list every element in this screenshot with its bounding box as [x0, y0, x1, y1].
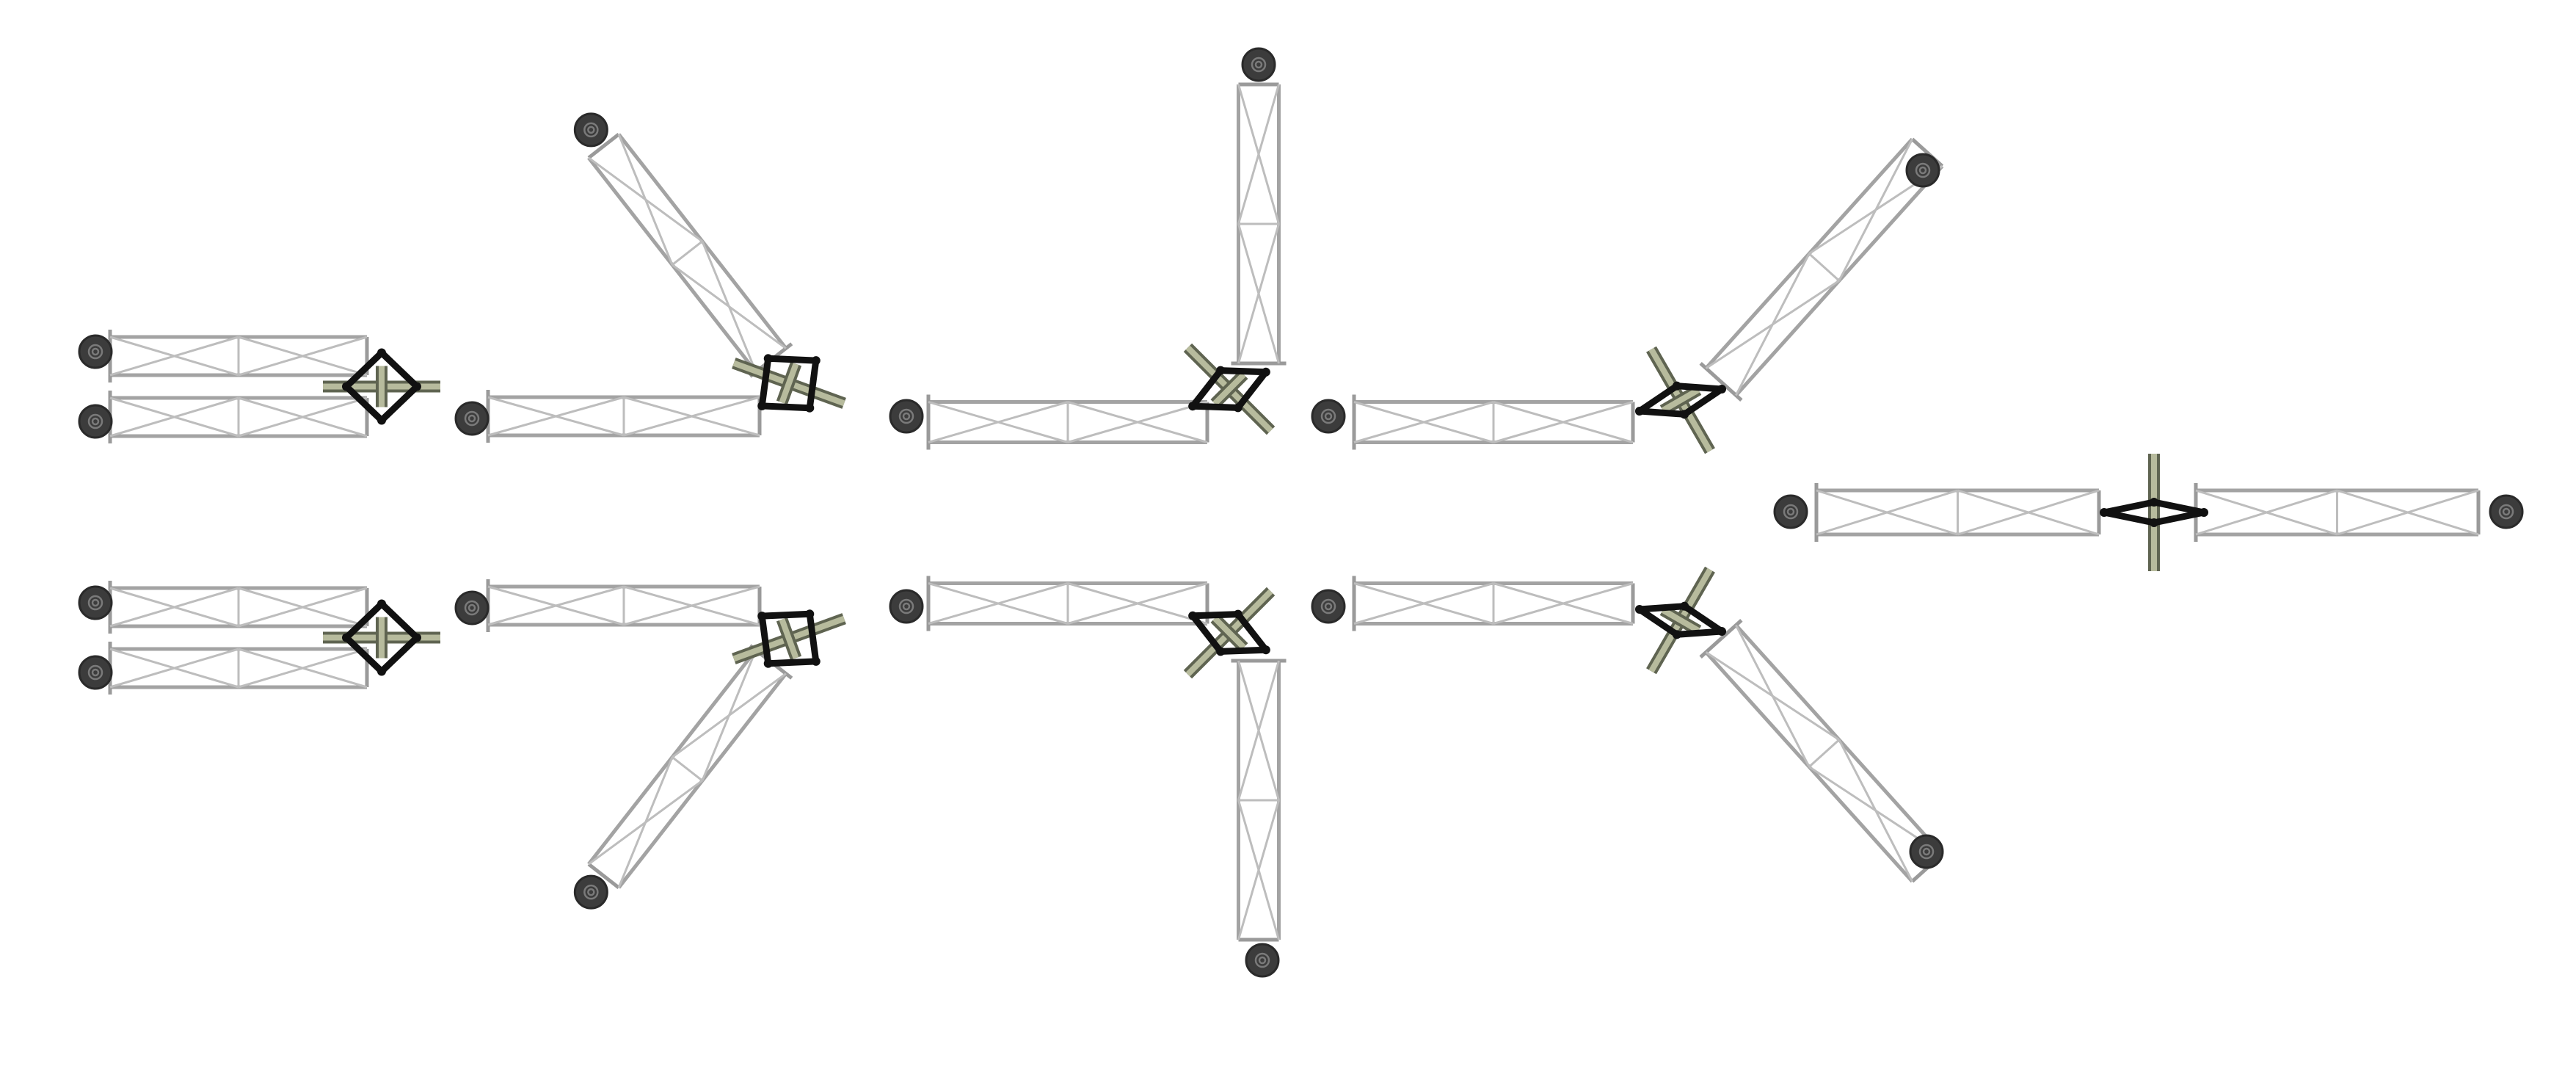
view-135-up: [1311, 137, 1944, 454]
caster-wheel: [78, 334, 113, 369]
caster-wheel: [1245, 943, 1280, 978]
cross-bar: [1646, 346, 1715, 454]
caster-wheel: [2489, 494, 2524, 529]
truss-segment: [1231, 82, 1287, 366]
hinge-assembly: [732, 609, 846, 668]
caster-wheel: [78, 585, 113, 620]
hinge-frame: [342, 348, 421, 425]
hinge-frame: [757, 609, 821, 668]
truss-segment: [108, 391, 369, 443]
hinge-assembly: [323, 348, 440, 425]
view-folded-bottom: [78, 581, 440, 695]
truss-segment: [587, 644, 793, 890]
hinge-frame: [1188, 609, 1270, 656]
truss-segment: [1814, 483, 2101, 542]
truss-segment: [1231, 659, 1287, 942]
truss-segment: [587, 132, 793, 378]
hinge-frame: [1634, 601, 1727, 639]
hinge-assembly: [1634, 566, 1727, 675]
view-90-up: [889, 47, 1287, 450]
hinge-assembly: [1183, 343, 1276, 435]
hinge-assembly: [1183, 587, 1276, 679]
view-135-down: [1311, 566, 1944, 883]
hinge-frame: [1634, 381, 1727, 419]
caster-wheel: [454, 401, 490, 436]
view-45-down: [454, 579, 846, 910]
view-45-up: [454, 112, 846, 443]
cross-bar: [732, 613, 846, 664]
caster-wheel: [573, 112, 608, 148]
caster-wheel: [889, 399, 924, 434]
caster-wheel: [573, 874, 608, 910]
hinge-assembly: [2100, 454, 2208, 571]
caster-wheel: [1905, 153, 1940, 188]
caster-wheel: [78, 655, 113, 690]
caster-wheel: [1909, 834, 1944, 869]
caster-wheel: [454, 590, 490, 626]
cross-bar: [1646, 566, 1715, 675]
cross-bar: [1183, 343, 1276, 435]
truss-segment: [108, 642, 369, 695]
caster-wheel: [1241, 47, 1276, 82]
truss-segment: [1699, 137, 1944, 402]
caster-wheel: [78, 404, 113, 439]
truss-segment: [108, 581, 369, 634]
caster-wheel: [1773, 494, 1808, 529]
cross-bar: [323, 366, 440, 407]
view-folded-top: [78, 330, 440, 443]
truss-segment: [108, 330, 369, 382]
cross-bar: [732, 358, 846, 409]
view-straight: [1773, 454, 2524, 571]
cross-bar: [323, 617, 440, 659]
cross-bar: [1183, 587, 1276, 679]
hinge-frame: [1188, 366, 1270, 413]
hinge-assembly: [732, 354, 846, 413]
truss-segment: [2194, 483, 2481, 542]
truss-segment: [926, 576, 1209, 631]
truss-segment: [1352, 576, 1635, 631]
truss-segment: [926, 394, 1209, 450]
hinge-frame: [342, 599, 421, 676]
caster-wheel: [1311, 589, 1346, 624]
caster-wheel: [1311, 399, 1346, 434]
hinge-assembly: [323, 599, 440, 676]
view-90-down: [889, 576, 1287, 978]
truss-segment: [1352, 394, 1635, 450]
caster-wheel: [889, 589, 924, 624]
hinge-frame: [757, 354, 821, 413]
truss-segment: [486, 579, 762, 632]
hinge-assembly: [1634, 346, 1727, 454]
truss-segment: [486, 390, 762, 443]
